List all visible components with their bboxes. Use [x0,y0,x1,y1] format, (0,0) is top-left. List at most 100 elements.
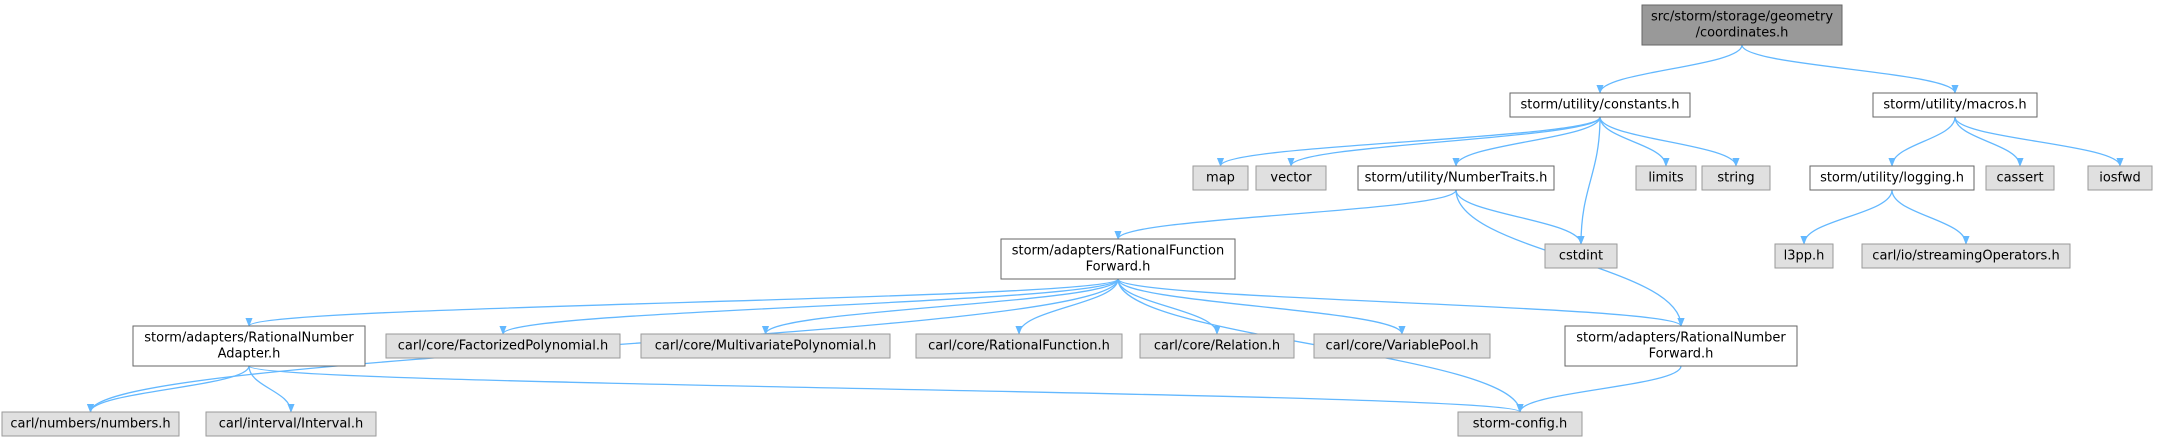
node-coords-label-1: /coordinates.h [1696,26,1789,41]
node-vector-label-0: vector [1270,171,1312,186]
node-stormconfig-label-0: storm-config.h [1473,417,1567,432]
edge-ratnumadapter-to-numbers [86,365,250,413]
node-varpool-label-0: carl/core/VariablePool.h [1326,339,1479,354]
node-interval: carl/interval/Interval.h [205,411,377,437]
node-relation-label-0: carl/core/Relation.h [1154,339,1280,354]
node-macros-label-0: storm/utility/macros.h [1883,98,2026,113]
node-macros[interactable]: storm/utility/macros.h [1872,92,2038,118]
node-stormconfig: storm-config.h [1457,411,1583,437]
node-numtraits-box[interactable] [1357,165,1555,191]
node-ratfunccarl-box [915,333,1123,359]
node-ratnumadapter-label-0: storm/adapters/RationalNumber [144,331,354,346]
node-ratnumadapter-label-1: Adapter.h [218,347,281,362]
node-cstdint-label-0: cstdint [1559,249,1603,264]
node-factpoly-box [385,333,621,359]
node-macros-box[interactable] [1872,92,2038,118]
edge-constants-to-numtraits [1452,116,1601,167]
node-constants-label-0: storm/utility/constants.h [1521,98,1680,113]
edge-logging-to-streamops [1891,189,1970,245]
node-streamops: carl/io/streamingOperators.h [1861,243,2071,269]
edge-logging-to-l3pp [1800,189,1893,245]
node-relation: carl/core/Relation.h [1139,333,1295,359]
node-map: map [1192,165,1249,191]
nodes-layer: src/storm/storage/geometry/coordinates.h… [1,4,2153,437]
node-factpoly: carl/core/FactorizedPolynomial.h [385,333,621,359]
node-cassert-box [1985,165,2055,191]
edge-ratfunc-to-ratnumfwd [1117,278,1685,327]
node-multipoly-box [640,333,891,359]
edge-ratfunc-to-ratnumadapter [245,278,1119,327]
node-cassert: cassert [1985,165,2055,191]
node-vector: vector [1255,165,1327,191]
node-iosfwd-box [2087,165,2153,191]
edge-ratnumfwd-to-stormconfig [1516,365,1682,413]
edge-ratnumadapter-to-stormconfig [248,365,1524,413]
node-cstdint-box [1544,243,1618,269]
node-ratnumadapter-box[interactable] [132,325,366,367]
node-varpool-box [1313,333,1491,359]
node-ratfunccarl-label-0: carl/core/RationalFunction.h [928,339,1110,354]
node-l3pp: l3pp.h [1774,243,1834,269]
node-streamops-box [1861,243,2071,269]
edge-constants-to-string [1599,116,1740,167]
edge-ratfunc-to-varpool [1117,278,1406,335]
node-string-label-0: string [1717,171,1754,186]
node-multipoly-label-0: carl/core/MultivariatePolynomial.h [655,339,877,354]
node-l3pp-box [1774,243,1834,269]
node-iosfwd: iosfwd [2087,165,2153,191]
edge-constants-to-map [1217,116,1601,167]
node-limits-label-0: limits [1648,171,1684,186]
node-logging-label-0: storm/utility/logging.h [1820,171,1964,186]
edge-ratfunc-to-multipoly [762,278,1119,335]
node-numtraits-label-0: storm/utility/NumberTraits.h [1365,171,1548,186]
node-stormconfig-box [1457,411,1583,437]
node-interval-label-0: carl/interval/Interval.h [219,417,364,432]
node-coords[interactable]: src/storm/storage/geometry/coordinates.h [1641,4,1843,46]
node-relation-box [1139,333,1295,359]
node-varpool: carl/core/VariablePool.h [1313,333,1491,359]
node-ratnumfwd-label-1: Forward.h [1649,347,1714,362]
node-coords-label-0: src/storm/storage/geometry [1651,10,1833,25]
node-cassert-label-0: cassert [1996,171,2043,186]
node-cstdint: cstdint [1544,243,1618,269]
node-l3pp-label-0: l3pp.h [1784,249,1825,264]
edge-ratfunc-to-relation [1117,278,1221,335]
node-multipoly: carl/core/MultivariatePolynomial.h [640,333,891,359]
node-constants[interactable]: storm/utility/constants.h [1509,92,1691,118]
node-streamops-label-0: carl/io/streamingOperators.h [1872,249,2059,264]
edge-macros-to-logging [1888,116,1956,167]
node-ratnumfwd-label-0: storm/adapters/RationalNumber [1576,331,1786,346]
node-ratfunc-box[interactable] [1000,238,1236,280]
node-string: string [1701,165,1771,191]
edge-coords-to-macros [1741,44,1959,94]
edge-numtraits-to-ratfunc [1114,189,1457,240]
node-vector-box [1255,165,1327,191]
edge-ratfunc-to-ratfunccarl [1015,278,1119,335]
edge-ratfunc-to-factpoly [499,278,1119,335]
node-constants-box[interactable] [1509,92,1691,118]
edge-constants-to-cstdint [1577,116,1601,245]
node-numtraits[interactable]: storm/utility/NumberTraits.h [1357,165,1555,191]
node-ratfunc-label-0: storm/adapters/RationalFunction [1012,244,1225,259]
node-interval-box [205,411,377,437]
node-ratfunccarl: carl/core/RationalFunction.h [915,333,1123,359]
node-limits: limits [1635,165,1697,191]
edge-macros-to-cassert [1954,116,2024,167]
edge-macros-to-iosfwd [1954,116,2124,167]
node-numbers-label-0: carl/numbers/numbers.h [10,417,170,432]
edge-constants-to-limits [1599,116,1670,167]
node-factpoly-label-0: carl/core/FactorizedPolynomial.h [398,339,609,354]
node-ratnumfwd-box[interactable] [1564,325,1798,367]
node-logging-box[interactable] [1809,165,1975,191]
edge-numtraits-to-cstdint [1455,189,1585,245]
node-map-label-0: map [1206,171,1235,186]
node-map-box [1192,165,1249,191]
node-numbers: carl/numbers/numbers.h [1,411,180,437]
node-coords-box[interactable] [1641,4,1843,46]
edge-constants-to-vector [1287,116,1601,167]
node-logging[interactable]: storm/utility/logging.h [1809,165,1975,191]
